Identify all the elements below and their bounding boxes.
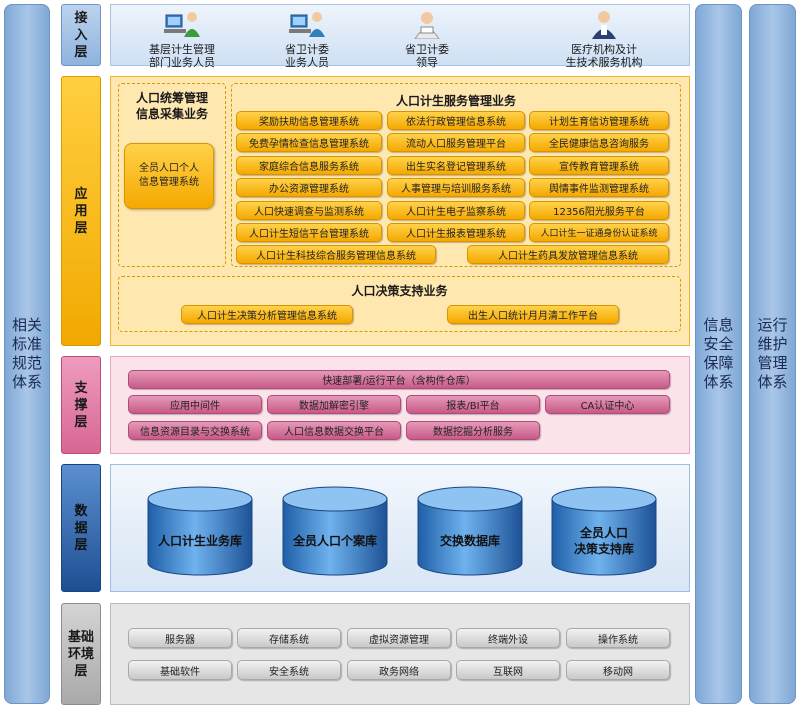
database-label: 全员人口个案库 [292, 534, 377, 548]
service-item[interactable]: 全民健康信息咨询服务 [529, 133, 669, 153]
service-item[interactable]: 人口计生报表管理系统 [387, 223, 525, 242]
data-panel: 人口计生业务库 全员人口个案库 交换数据库 全员人口 决策支持库 [110, 464, 690, 592]
database-label: 交换数据库 [439, 534, 500, 548]
decision-section [118, 276, 681, 332]
standards-column-label: 相关标准规范体系 [11, 316, 42, 391]
security-column: 信息安全保障体系 [695, 4, 742, 704]
user-provincial-leader: 省卫计委 领导 [362, 9, 492, 69]
user-provincial-leader-name: 省卫计委 领导 [405, 43, 449, 69]
service-bottom-item[interactable]: 人口计生药具发放管理信息系统 [467, 245, 669, 264]
service-item[interactable]: 12356阳光服务平台 [529, 200, 669, 220]
support-layer-label: 支撑层 [61, 356, 101, 454]
database-label: 全员人口 决策支持库 [573, 526, 634, 556]
service-section [231, 83, 681, 267]
database-label: 人口计生业务库 [157, 534, 242, 548]
service-item[interactable]: 人口计生电子监察系统 [387, 200, 525, 220]
service-item[interactable]: 人口计生短信平台管理系统 [236, 223, 382, 242]
security-column-label: 信息安全保障体系 [703, 316, 734, 391]
base-item[interactable]: 基础软件 [128, 660, 232, 680]
database-cylinder[interactable]: 全员人口个案库 [281, 485, 389, 577]
base-item[interactable]: 终端外设 [456, 628, 560, 648]
support-item[interactable]: 信息资源目录与交换系统 [128, 421, 262, 440]
support-item[interactable]: 人口信息数据交换平台 [267, 421, 401, 440]
decision-item[interactable]: 人口计生决策分析管理信息系统 [181, 305, 353, 324]
base-item[interactable]: 安全系统 [237, 660, 341, 680]
application-panel: 人口统筹管理 信息采集业务 全员人口个人 信息管理系统 人口计生服务管理业务 奖… [110, 76, 690, 346]
service-item[interactable]: 免费孕情检查信息管理系统 [236, 133, 382, 153]
base-item[interactable]: 操作系统 [566, 628, 670, 648]
base-item[interactable]: 移动网 [566, 660, 670, 680]
access-panel: 基层计生管理 部门业务人员 省卫计委 业务人员 省卫计委 领导 医疗机构及计 生… [110, 4, 690, 69]
service-item[interactable]: 办公资源管理系统 [236, 178, 382, 198]
service-item[interactable]: 计划生育信访管理系统 [529, 111, 669, 130]
support-item[interactable]: 报表/BI平台 [406, 395, 540, 414]
service-bottom-item[interactable]: 人口计生科技综合服务管理信息系统 [236, 245, 436, 264]
user-provincial-staff: 省卫计委 业务人员 [242, 9, 372, 69]
base-panel: 服务器存储系统虚拟资源管理终端外设操作系统基础软件安全系统政务网络互联网移动网 [110, 603, 690, 705]
user-grassroots-name: 基层计生管理 部门业务人员 [149, 43, 215, 69]
collection-system: 全员人口个人 信息管理系统 [124, 143, 214, 209]
staff-computer-icon [164, 12, 200, 37]
support-platform[interactable]: 快速部署/运行平台（含构件仓库） [128, 370, 670, 389]
base-item[interactable]: 互联网 [456, 660, 560, 680]
support-item[interactable]: 应用中间件 [128, 395, 262, 414]
collection-section [118, 83, 226, 267]
database-icon [147, 486, 253, 576]
service-item[interactable]: 人事管理与培训服务系统 [387, 178, 525, 198]
base-item[interactable]: 虚拟资源管理 [347, 628, 451, 648]
base-item[interactable]: 存储系统 [237, 628, 341, 648]
database-icon [417, 486, 523, 576]
support-item[interactable]: 数据加解密引擎 [267, 395, 401, 414]
user-provincial-staff-name: 省卫计委 业务人员 [285, 43, 329, 69]
collection-title: 人口统筹管理 信息采集业务 [135, 91, 208, 121]
service-item[interactable]: 出生实名登记管理系统 [387, 155, 525, 175]
service-title: 人口计生服务管理业务 [395, 94, 516, 108]
support-panel: 快速部署/运行平台（含构件仓库） 应用中间件 数据加解密引擎 报表/BI平台 C… [110, 356, 690, 454]
service-item[interactable]: 宣传教育管理系统 [529, 155, 669, 175]
user-medical-org: 医疗机构及计 生技术服务机构 [539, 9, 669, 69]
ops-column-label: 运行维护管理体系 [757, 316, 788, 391]
standards-column: 相关标准规范体系 [4, 4, 50, 704]
leader-icon [414, 12, 440, 40]
service-item[interactable]: 人口计生一证通身份认证系统 [529, 223, 669, 242]
support-item[interactable]: CA认证中心 [545, 395, 670, 414]
service-item[interactable]: 奖励扶助信息管理系统 [236, 111, 382, 130]
decision-title: 人口决策支持业务 [351, 284, 448, 298]
support-item[interactable]: 数据挖掘分析服务 [406, 421, 540, 440]
service-item[interactable]: 依法行政管理信息系统 [387, 111, 525, 130]
base-layer-label: 基础环境层 [61, 603, 101, 705]
database-cylinder[interactable]: 全员人口 决策支持库 [550, 485, 658, 577]
service-item[interactable]: 人口快速调查与监测系统 [236, 200, 382, 220]
service-item[interactable]: 舆情事件监测管理系统 [529, 178, 669, 198]
database-icon [551, 486, 657, 576]
base-item[interactable]: 政务网络 [347, 660, 451, 680]
user-medical-org-name: 医疗机构及计 生技术服务机构 [565, 43, 643, 69]
database-cylinder[interactable]: 人口计生业务库 [146, 485, 254, 577]
application-layer-label: 应用层 [61, 76, 101, 346]
user-grassroots: 基层计生管理 部门业务人员 [117, 9, 247, 69]
decision-item[interactable]: 出生人口统计月月清工作平台 [447, 305, 619, 324]
data-layer-label: 数据层 [61, 464, 101, 592]
staff-computer-icon [289, 12, 325, 37]
doctor-icon [592, 11, 616, 39]
database-icon [282, 486, 388, 576]
service-item[interactable]: 流动人口服务管理平台 [387, 133, 525, 153]
service-item[interactable]: 家庭综合信息服务系统 [236, 155, 382, 175]
database-cylinder[interactable]: 交换数据库 [416, 485, 524, 577]
base-item[interactable]: 服务器 [128, 628, 232, 648]
ops-column: 运行维护管理体系 [749, 4, 796, 704]
access-layer-label: 接入层 [61, 4, 101, 66]
